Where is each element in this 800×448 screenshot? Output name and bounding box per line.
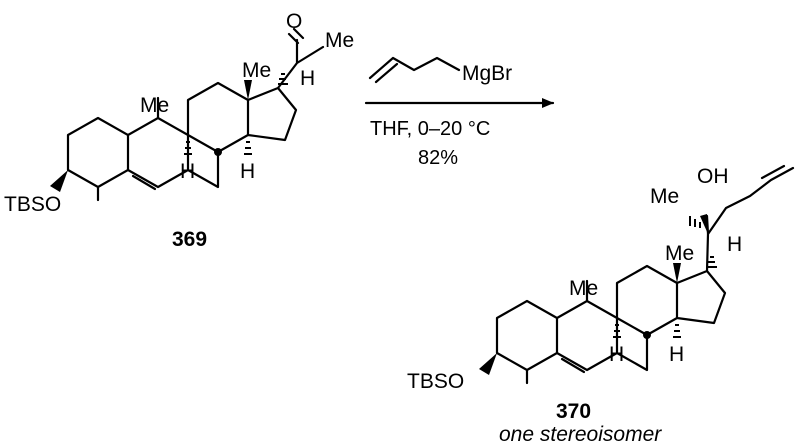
tbso-label: TBSO [4,193,61,216]
carbinol-methyl-label: Me [650,185,679,208]
h-c9-label: H [180,160,195,183]
oxygen-label: O [286,10,302,33]
methyl-c13-label: Me [665,242,694,265]
hash-bond-c14 [673,324,681,338]
h-c14-label: H [240,160,255,183]
h-c14-label: H [669,343,684,366]
compound-369-label: 369 [172,228,207,251]
h-c17-label: H [727,233,742,256]
hash-bond-c17 [707,256,717,268]
wedge-bond-tbso [479,353,497,375]
hash-bond-c9 [184,141,192,155]
methyl-c10-label: Me [569,277,598,300]
methyl-c13-label: Me [242,59,271,82]
wedge-bond-oh [700,214,708,234]
hash-bond-carbinol-me [689,216,701,228]
wedge-bond-tbso [50,170,68,192]
alkene-bond [560,357,586,374]
compound-370-label: 370 [556,400,591,423]
tbso-label: TBSO [407,370,464,393]
product-370-structure: OH Me Me Me H H H TBSO 370 one stereoiso… [407,164,795,446]
h-c17-label: H [300,67,315,90]
conditions-label: THF, 0–20 °C [370,118,490,140]
acetyl-methyl-label: Me [325,29,354,52]
stereo-dot-c8 [643,331,651,339]
terminal-alkene-bond [760,164,786,180]
hash-bond-c9 [613,324,621,338]
h-c9-label: H [609,343,624,366]
reactant-369-structure: O Me Me Me H H H TBSO 369 [4,10,354,251]
allyl-group [368,56,461,84]
wedge-bond-me-c13 [673,263,681,283]
methyl-c10-label: Me [140,94,169,117]
mgbr-label: MgBr [462,62,512,85]
hash-bond-c17 [278,73,288,85]
stereo-dot-c8 [214,148,222,156]
stereoisomer-note: one stereoisomer [499,423,662,446]
alkene-bond [131,174,157,191]
wedge-bond-me-c13 [244,80,252,100]
hydroxyl-label: OH [697,165,729,188]
reaction-conditions: MgBr THF, 0–20 °C 82% [364,56,555,169]
hash-bond-c14 [244,141,252,155]
yield-label: 82% [418,147,458,169]
